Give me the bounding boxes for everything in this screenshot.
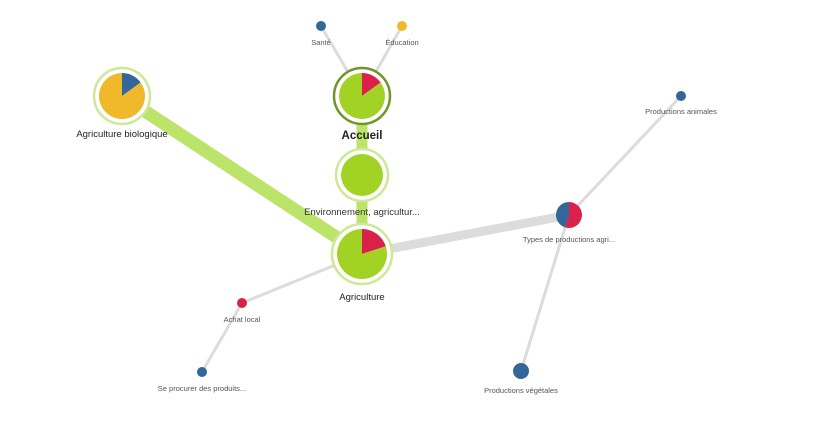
edge-types_prod-prod_veg: [519, 214, 571, 372]
pie-slice-green: [339, 73, 386, 119]
pie-slice-yellow: [99, 73, 145, 119]
node-label-education: Éducation: [385, 38, 418, 47]
pie-slice-red: [362, 73, 381, 96]
node-label-accueil: Accueil: [342, 130, 383, 142]
node-prod-veg[interactable]: [513, 363, 529, 379]
node-env[interactable]: [334, 147, 390, 203]
node-prod-anim[interactable]: [676, 91, 686, 101]
nodes-layer: [92, 21, 686, 379]
node-se-procurer[interactable]: [197, 367, 207, 377]
node-label-env: Environnement, agricultur...: [304, 207, 420, 218]
node-dot: [341, 154, 383, 196]
node-dot: [513, 363, 529, 379]
pie-slice-red: [362, 229, 386, 254]
node-accueil[interactable]: [332, 66, 392, 126]
edge-agri_bio-agriculture: [118, 90, 366, 260]
pie-slice-blue: [122, 73, 141, 96]
labels-layer: Santé Éducation Accueil Agriculture biol…: [76, 38, 717, 395]
pie-slice-green: [337, 229, 387, 279]
edge-achat_local-se_procurer: [200, 302, 244, 373]
edges-layer: [118, 25, 683, 373]
node-types-prod[interactable]: [555, 202, 582, 228]
node-label-prod-anim: Productions animales: [645, 107, 717, 116]
node-dot: [397, 21, 407, 31]
node-agriculture[interactable]: [330, 222, 394, 286]
node-achat-local[interactable]: [237, 298, 247, 308]
node-agri-bio[interactable]: [92, 66, 152, 126]
node-dot: [237, 298, 247, 308]
edge-agriculture-types_prod: [361, 210, 570, 259]
node-label-prod-veg: Productions végétales: [484, 386, 558, 395]
node-label-agri-bio: Agriculture biologique: [76, 129, 167, 140]
node-label-achat-local: Achat local: [224, 315, 261, 324]
node-dot: [676, 91, 686, 101]
node-sante[interactable]: [316, 21, 326, 31]
pie-slice-red: [564, 202, 582, 228]
node-dot: [316, 21, 326, 31]
node-label-agriculture: Agriculture: [339, 292, 384, 303]
edge-types_prod-prod_anim: [567, 94, 683, 217]
node-label-se-procurer: Se procurer des produits...: [158, 384, 246, 393]
node-dot: [197, 367, 207, 377]
node-label-sante: Santé: [311, 38, 331, 47]
node-education[interactable]: [397, 21, 407, 31]
pie-slice-blue: [555, 202, 569, 228]
node-label-types-prod: Types de productions agri...: [523, 235, 615, 244]
